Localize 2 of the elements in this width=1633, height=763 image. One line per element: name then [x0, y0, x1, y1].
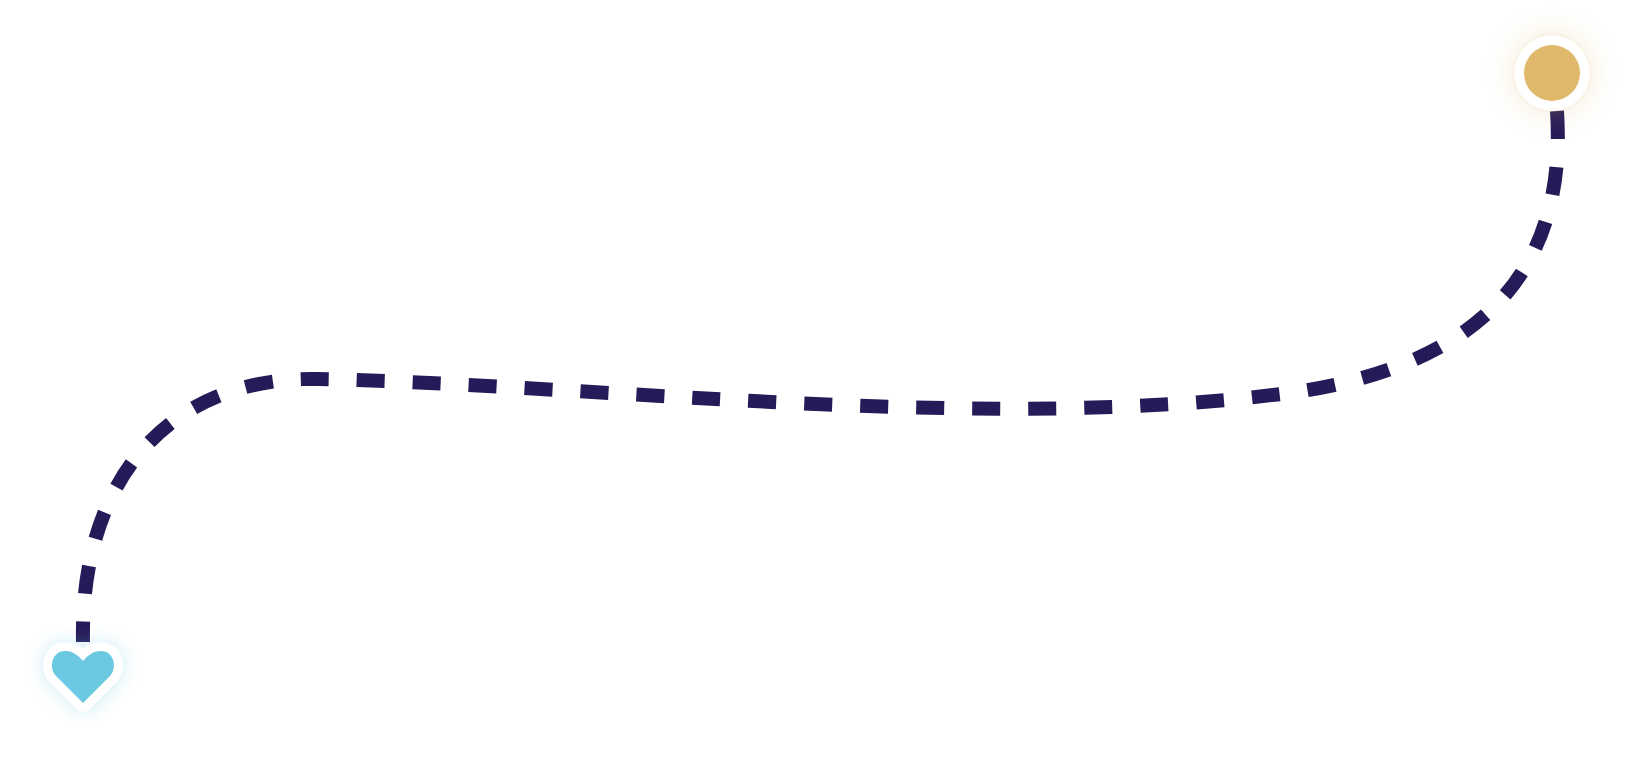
dot-icon: [1514, 35, 1590, 111]
dashed-connector: [76, 110, 1565, 643]
